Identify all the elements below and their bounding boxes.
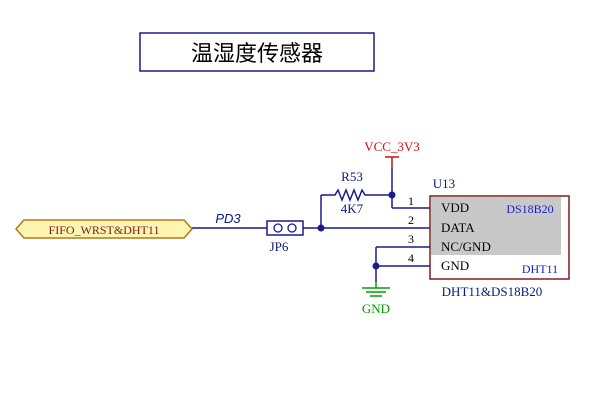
- junction-data: [317, 224, 325, 232]
- jumper-pin-1: [273, 223, 283, 233]
- pin-num-4: 4: [408, 251, 414, 265]
- pin-name-1: VDD: [441, 200, 469, 215]
- net-label-pd3: PD3: [215, 211, 241, 226]
- resistor-symbol: [321, 187, 370, 203]
- ic-value: DHT11&DS18B20: [442, 284, 543, 299]
- diagram-title: 温湿度传感器: [191, 42, 323, 67]
- title-frame: [139, 32, 375, 72]
- power-label: VCC_3V3: [364, 139, 420, 154]
- ic-part-top-label: DS18B20: [506, 202, 553, 216]
- ic-ref: U13: [433, 176, 455, 191]
- pin-num-3: 3: [408, 232, 414, 246]
- junction-gnd: [372, 262, 380, 270]
- ic-part-bottom-label: DHT11: [522, 262, 558, 276]
- pin-name-3: NC/GND: [441, 239, 491, 254]
- pin-name-2: DATA: [441, 220, 475, 235]
- jumper-ref: JP6: [270, 239, 289, 254]
- jumper-pin-2: [287, 223, 297, 233]
- net-port-label: FIFO_WRST&DHT11: [49, 223, 160, 237]
- ground-label: GND: [362, 301, 390, 316]
- pin-name-4: GND: [441, 258, 469, 273]
- net-port-shape: [14, 219, 194, 239]
- resistor-value: 4K7: [341, 201, 364, 216]
- jumper-body: [266, 220, 304, 236]
- pin-num-1: 1: [408, 194, 414, 208]
- pin-num-2: 2: [408, 213, 414, 227]
- ic-part-grey-area: [431, 197, 561, 255]
- resistor-ref: R53: [341, 169, 363, 184]
